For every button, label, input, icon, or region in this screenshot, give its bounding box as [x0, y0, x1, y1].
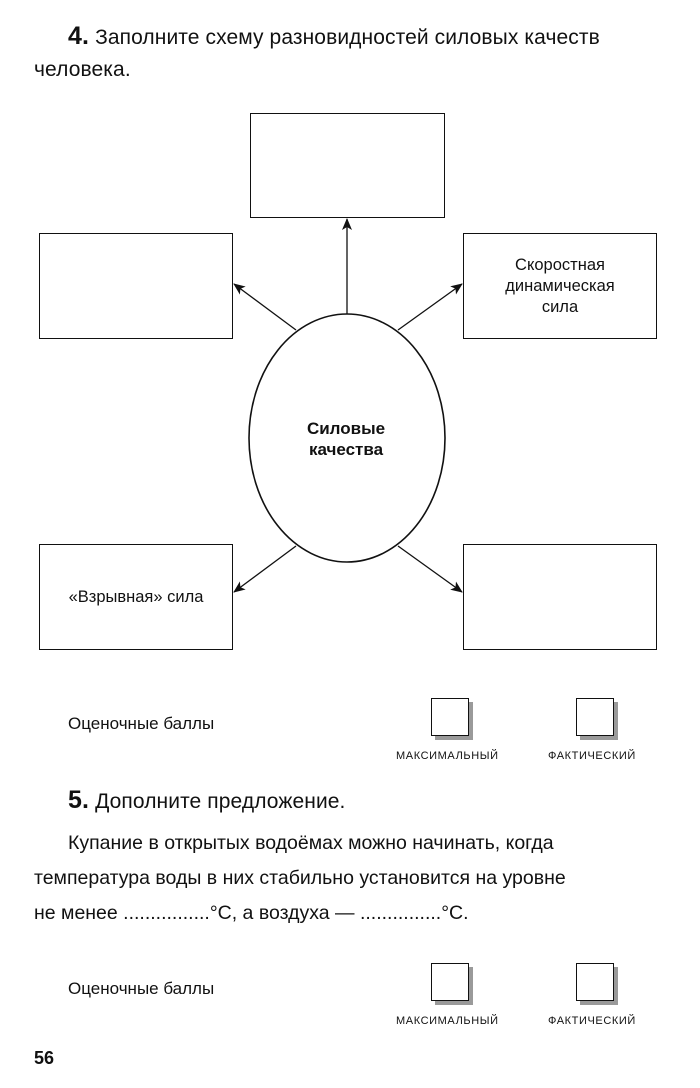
arrow-to-left-bottom-box — [233, 545, 297, 593]
diagram-box-right-bottom[interactable] — [463, 544, 657, 650]
max-score-caption: МАКСИМАЛЬНЫЙ — [396, 750, 499, 762]
arrow-to-left-top-box — [233, 283, 297, 331]
diagram-box-top[interactable] — [250, 113, 445, 218]
diagram-box-right-top: Скоростная динамическая сила — [463, 233, 657, 339]
score-label: Оценочные баллы — [68, 714, 215, 733]
max-score-box[interactable] — [431, 963, 469, 1001]
task-5-text: Дополните предложение. — [95, 790, 346, 813]
actual-score-box[interactable] — [576, 963, 614, 1001]
task-4-title: 4.Заполните схему разновидностей силовых… — [34, 20, 674, 86]
score-label: Оценочные баллы — [68, 979, 215, 998]
task-5-sentence: Купание в открытых водоёмах можно начина… — [34, 826, 660, 931]
max-score-caption: МАКСИМАЛЬНЫЙ — [396, 1015, 499, 1027]
max-score-box[interactable] — [431, 698, 469, 736]
task-4-number: 4. — [68, 22, 90, 50]
task-4-text: Заполните схему разновидностей силовых к… — [34, 26, 600, 81]
diagram-center-label: Силовые качества — [306, 419, 386, 459]
strength-qualities-diagram — [233, 218, 463, 593]
diagram-box-left-top[interactable] — [39, 233, 233, 339]
arrow-to-right-bottom-box — [397, 545, 463, 593]
actual-score-caption: ФАКТИЧЕСКИЙ — [548, 1015, 636, 1027]
task-5-number: 5. — [68, 786, 90, 814]
task-5-score-row: Оценочные баллы МАКСИМАЛЬНЫЙ ФАКТИЧЕСКИЙ — [0, 955, 700, 1035]
actual-score-caption: ФАКТИЧЕСКИЙ — [548, 750, 636, 762]
actual-score-box[interactable] — [576, 698, 614, 736]
sentence-line-3[interactable]: не менее ................°С, а воздуха —… — [34, 902, 469, 924]
task-4-score-row: Оценочные баллы МАКСИМАЛЬНЫЙ ФАКТИЧЕСКИЙ — [0, 690, 700, 770]
diagram-box-left-bottom: «Взрывная» сила — [39, 544, 233, 650]
sentence-line-1: Купание в открытых водоёмах можно начина… — [68, 832, 554, 854]
sentence-line-2: температура воды в них стабильно установ… — [34, 867, 566, 889]
page-number: 56 — [34, 1048, 55, 1068]
task-5-title: 5.Дополните предложение. — [68, 784, 346, 818]
arrow-to-right-top-box — [397, 283, 463, 331]
